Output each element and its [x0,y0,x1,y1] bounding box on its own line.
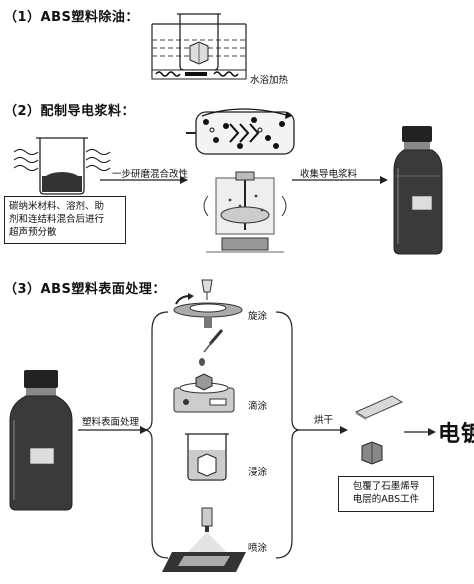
grind-label: 一步研磨混合改性 [112,169,189,180]
arrow-electroplate [404,428,436,436]
left-brace [143,311,169,559]
dry-label: 烘干 [314,415,334,426]
collect-label: 收集导电浆料 [300,169,358,180]
coated-part-illustration [361,441,383,465]
predisperse-line: 超声预分散 [9,227,57,238]
coated-part-note: 包覆了石墨烯导 电层的ABS工件 [338,476,434,512]
method-drop-label: 滴涂 [248,401,268,412]
predisperse-note: 碳纳米材料、溶剂、助 剂和连结料混合后进行 超声预分散 [4,196,126,244]
step3-bottle-illustration [9,370,73,511]
section-title-degrease: （1）ABS塑料除油： [4,10,139,25]
water-bath-label: 水浴加热 [250,75,289,86]
electroplate-label: 电镀 [438,422,474,447]
predisperse-line: 碳纳米材料、溶剂、助 [9,201,105,212]
product-line: 包覆了石墨烯导 [352,481,420,492]
grinding-drum-illustration [186,108,295,155]
water-bath-illustration [151,13,247,80]
disperser-illustration [203,171,287,253]
section-title-slurry: （2）配制导电浆料： [4,104,136,119]
method-spin-label: 旋涂 [248,311,268,322]
predisperse-line: 剂和连结料混合后进行 [9,214,105,225]
right-brace [275,311,301,559]
arrow-to-grinder [100,176,188,184]
slurry-bottle-illustration [393,126,443,255]
arrow-to-slurry [292,176,388,184]
coated-plate-illustration [354,395,404,420]
section-title-surface: （3）ABS塑料表面处理： [4,282,166,297]
product-line: 电层的ABS工件 [352,494,420,505]
method-dip-label: 浸涂 [248,467,268,478]
spray-coating-illustration [162,507,246,572]
spin-coating-illustration [173,279,243,328]
method-spray-label: 喷涂 [248,543,268,554]
arrow-dry [300,426,348,434]
drop-coating-illustration [173,329,235,413]
surface-treatment-label: 塑料表面处理 [82,417,140,428]
ultrasonic-beaker-illustration [13,137,111,195]
dip-coating-illustration [185,433,229,481]
